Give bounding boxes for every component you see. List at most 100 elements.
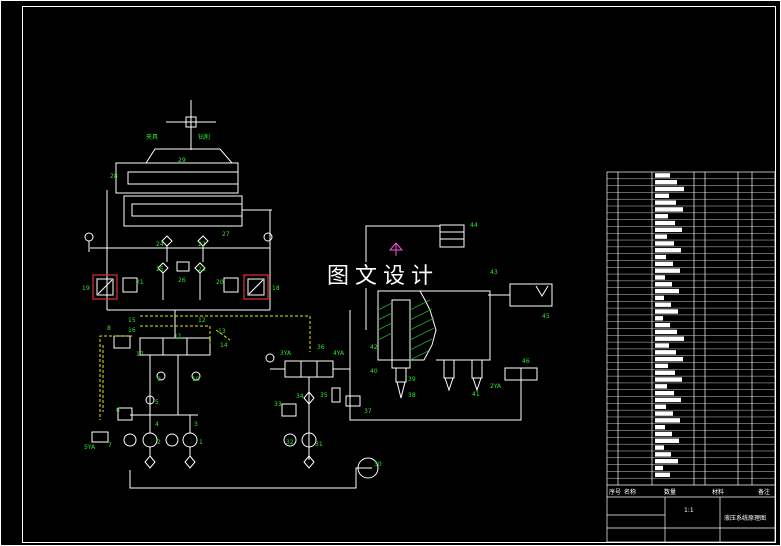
label-22: 22: [198, 241, 206, 248]
label-9: 9: [157, 376, 161, 383]
col-note: 备注: [758, 488, 770, 496]
label-3: 3: [194, 421, 198, 428]
label-top-left: 夹具: [146, 133, 158, 141]
parts-row-text-block: [655, 254, 666, 260]
highlight-boxes: [92, 274, 269, 300]
parts-row-text-block: [655, 241, 674, 246]
middle-hydraulic-circuit: [265, 310, 470, 469]
label-36: 36: [317, 344, 325, 351]
label-4ya: 4YA: [333, 350, 345, 357]
label-7: 7: [108, 442, 112, 449]
parts-row-text-block: [655, 363, 668, 369]
label-25: 25: [156, 266, 164, 273]
parts-row-text-block: [655, 180, 677, 185]
parts-row-text-block: [655, 309, 678, 314]
col-name: 名称: [624, 488, 636, 496]
parts-row-text-block: [655, 356, 683, 362]
parts-row-text-block: [655, 431, 672, 437]
drawing-name: 液压系统原理图: [724, 514, 766, 522]
parts-row-text-block: [655, 465, 663, 471]
scale: 1:1: [684, 507, 694, 514]
label-38: 38: [408, 392, 416, 399]
label-23: 23: [198, 266, 206, 273]
pink-marker: [388, 242, 404, 256]
label-39: 39: [408, 376, 416, 383]
title-block-text: 序号 名称 数量 材料 备注 1:1 液压系统原理图: [609, 488, 770, 522]
label-37: 37: [364, 408, 372, 415]
parts-row-text-block: [655, 377, 682, 382]
parts-row-text-block: [655, 282, 672, 287]
parts-row-text-block: [655, 458, 678, 464]
parts-row-text-block: [655, 322, 670, 328]
watermark: 图文设计: [322, 262, 464, 289]
parts-row-text-block: [655, 472, 670, 477]
label-31: 31: [315, 441, 323, 448]
label-17: 17: [136, 351, 144, 358]
label-20: 20: [216, 279, 224, 286]
parts-row-text-block: [655, 295, 664, 301]
parts-row-text-block: [655, 248, 681, 253]
label-16: 16: [128, 327, 136, 334]
label-43: 43: [490, 269, 498, 276]
label-45: 45: [542, 313, 550, 320]
parts-row-text-block: [655, 418, 680, 423]
parts-row-text-block: [655, 404, 666, 409]
parts-list-table: [606, 171, 776, 543]
label-1: 1: [199, 439, 203, 446]
label-10: 10: [192, 376, 200, 383]
parts-row-text-block: [655, 445, 664, 450]
parts-row-text-block: [655, 275, 665, 280]
label-32: 32: [286, 439, 294, 446]
label-29: 29: [178, 157, 186, 164]
parts-row-text-block: [655, 370, 675, 375]
parts-row-text-block: [655, 438, 679, 443]
label-35: 35: [320, 392, 328, 399]
label-42: 42: [370, 344, 378, 351]
drilling-head-assembly: [365, 224, 553, 421]
parts-row-text-block: [655, 227, 682, 233]
label-top-right: 钻削: [198, 133, 210, 141]
label-24: 24: [156, 241, 164, 248]
label-41: 41: [472, 391, 480, 398]
label-28: 28: [110, 173, 118, 180]
parts-row-text-block: [655, 234, 667, 239]
label-21: 21: [136, 279, 144, 286]
parts-row-text-block: [655, 384, 667, 389]
label-13: 13: [218, 328, 226, 335]
parts-row-text-block: [655, 397, 681, 403]
label-19: 19: [82, 285, 90, 292]
label-33: 33: [274, 401, 282, 408]
col-material: 材料: [712, 488, 724, 496]
parts-row-text-block: [655, 173, 670, 178]
label-11: 11: [174, 333, 182, 340]
label-18: 18: [272, 285, 280, 292]
parts-list-rows: [607, 173, 775, 479]
parts-row-text-block: [655, 329, 677, 335]
parts-row-text-block: [655, 343, 669, 348]
col-seq: 序号: [609, 488, 621, 496]
label-27: 27: [222, 231, 230, 238]
valve-symbols-in-highlight: [96, 278, 265, 296]
watermark-text: 图文设计: [327, 264, 439, 289]
label-2ya: 2YA: [490, 383, 502, 390]
label-8: 8: [107, 325, 111, 332]
label-15: 15: [128, 317, 136, 324]
parts-row-text-block: [655, 193, 669, 199]
parts-row-text-block: [655, 316, 663, 321]
parts-row-text-block: [655, 302, 671, 307]
left-hydraulic-circuit: [84, 100, 379, 489]
label-26: 26: [178, 277, 186, 284]
label-3ya: 3YA: [280, 350, 292, 357]
label-34: 34: [296, 393, 304, 400]
parts-row-text-block: [655, 186, 684, 192]
label-12: 12: [198, 317, 206, 324]
parts-row-text-block: [655, 452, 671, 457]
parts-row-text-block: [655, 261, 673, 267]
label-44: 44: [470, 222, 478, 229]
label-5ya: 5YA: [84, 444, 96, 451]
parts-row-text-block: [655, 424, 665, 430]
pilot-dashed-lines: [99, 315, 311, 420]
parts-row-text-block: [655, 220, 675, 226]
label-6: 6: [116, 407, 120, 414]
